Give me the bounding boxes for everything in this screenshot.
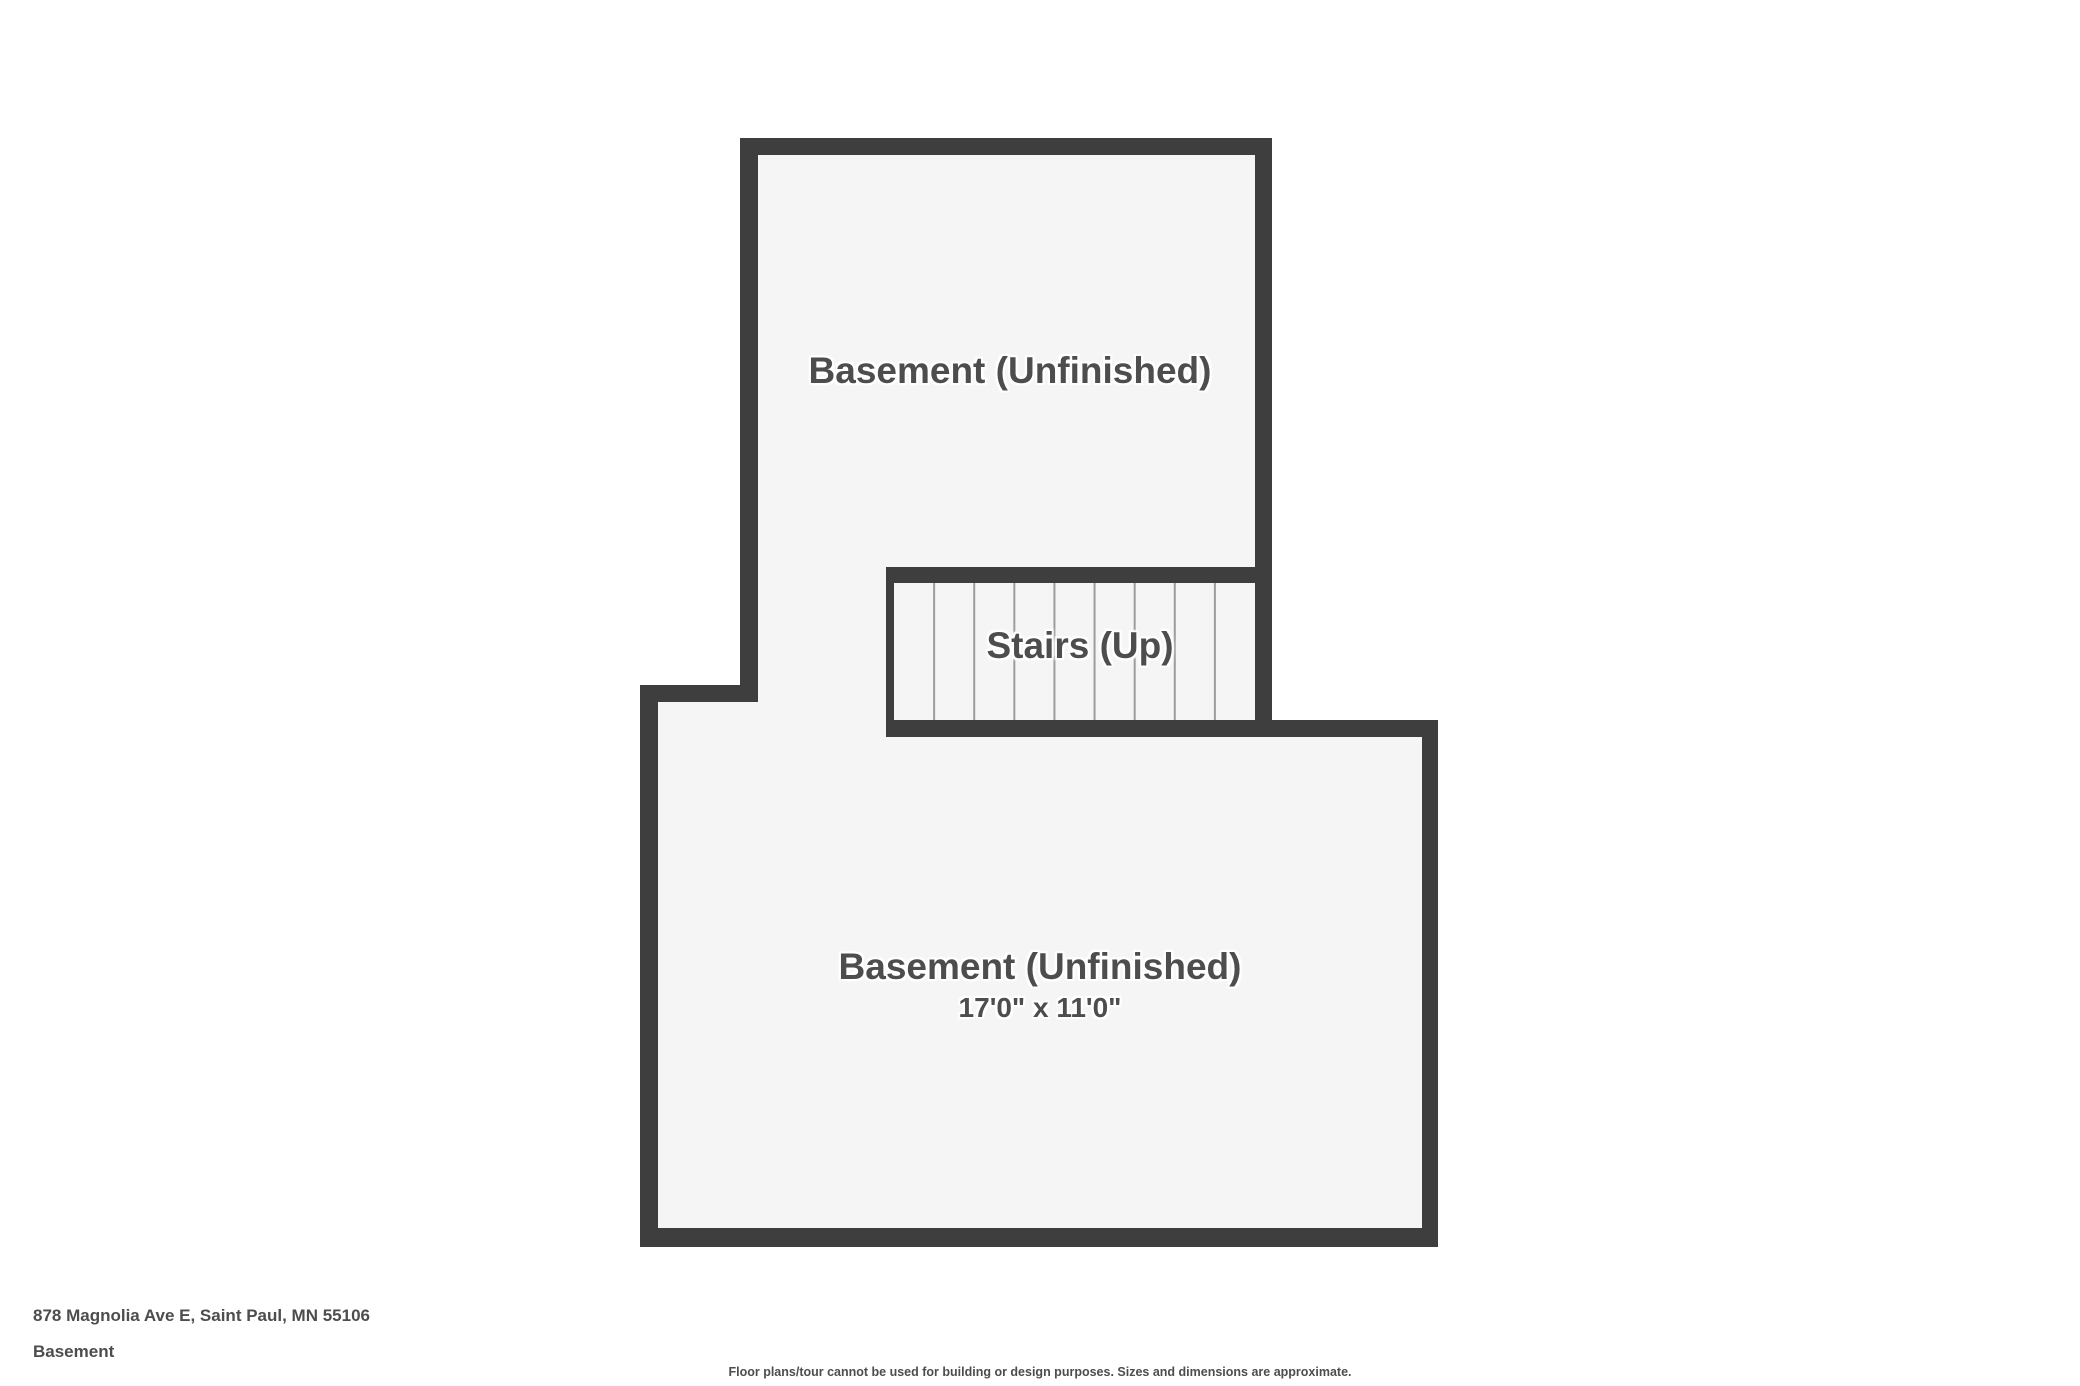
address-text: 878 Magnolia Ave E, Saint Paul, MN 55106 [33,1306,370,1325]
stairs-label: Stairs (Up) [986,625,1174,666]
stairs-floor [894,583,1255,720]
room-label-basement-upper: Basement (Unfinished) [808,350,1212,391]
floor-area [658,155,1422,1228]
disclaimer-text: Floor plans/tour cannot be used for buil… [728,1365,1352,1379]
room-dimensions: 17'0" x 11'0" [958,992,1122,1023]
stair-treads [933,583,1216,720]
room-label-basement-lower: Basement (Unfinished) [838,946,1242,987]
floor-name: Basement [33,1342,115,1361]
